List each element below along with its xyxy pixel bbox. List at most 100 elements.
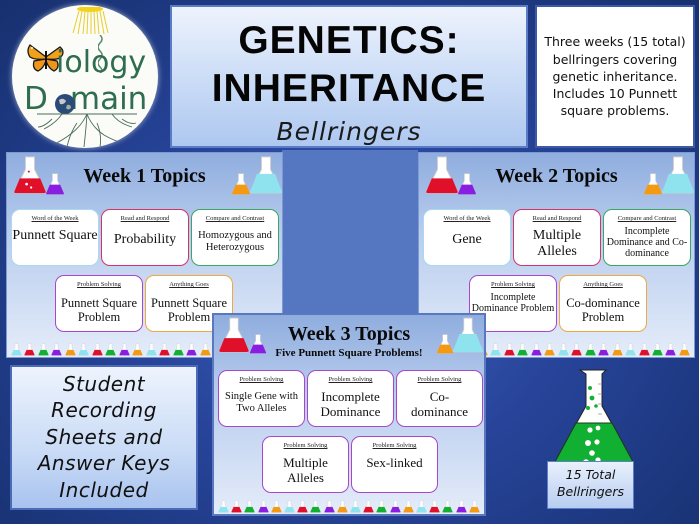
week2-card-anything-goes: Anything Goes Co-dominance Problem bbox=[559, 275, 647, 332]
week3-title: Week 3 Topics bbox=[287, 323, 411, 345]
card-category: Problem Solving bbox=[417, 376, 462, 383]
week2-title: Week 2 Topics bbox=[495, 165, 618, 187]
card-topic: Multiple Alleles bbox=[532, 228, 582, 259]
mini-flask-icon bbox=[350, 500, 361, 513]
mini-flask-icon bbox=[652, 343, 663, 356]
title-box: GENETICS: INHERITANCE Bellringers bbox=[170, 5, 528, 148]
mini-flask-icon bbox=[557, 343, 569, 356]
cyan-flask-icon bbox=[249, 156, 282, 194]
student-line-4: Answer Keys bbox=[37, 451, 171, 476]
globe-icon bbox=[55, 94, 75, 114]
mini-flask-icon bbox=[503, 343, 515, 356]
total-bellringers-box: 15 Total Bellringers bbox=[547, 461, 634, 509]
card-category: Problem Solving bbox=[328, 376, 373, 383]
mini-flask-icon bbox=[665, 343, 677, 356]
red-flask-icon bbox=[13, 156, 47, 194]
week1-card-compare-contrast: Compare and Contrast Homozygous and Hete… bbox=[191, 209, 279, 266]
mini-flask-icon bbox=[199, 343, 211, 356]
card-category: Compare and Contrast bbox=[205, 215, 265, 222]
green-flask-icon bbox=[555, 369, 633, 466]
mini-flask-icon bbox=[218, 500, 229, 513]
card-topic: Incomplete Dominance bbox=[320, 389, 381, 419]
mini-flask-icon bbox=[186, 343, 197, 356]
week1-card-word-of-week: Word of the Week Punnett Square bbox=[11, 209, 99, 266]
card-category: Problem Solving bbox=[239, 376, 284, 383]
student-line-1: Student bbox=[62, 372, 146, 396]
mini-flask-icon bbox=[584, 343, 596, 356]
mini-flask-icon bbox=[429, 500, 441, 513]
mini-flask-icon bbox=[91, 343, 103, 356]
title-line-genetics: GENETICS: bbox=[238, 19, 460, 62]
mini-flask-icon bbox=[442, 500, 454, 513]
title-line-inheritance: INHERITANCE bbox=[211, 67, 487, 110]
mini-flask-icon bbox=[24, 343, 36, 356]
orange-flask-icon bbox=[643, 173, 663, 195]
card-topic: Single Gene with Two Alleles bbox=[225, 391, 298, 414]
card-category: Problem Solving bbox=[491, 281, 535, 288]
card-topic: Co-dominance bbox=[411, 389, 469, 419]
sun-icon bbox=[72, 7, 109, 35]
mini-flask-icon bbox=[598, 343, 609, 356]
card-category: Problem Solving bbox=[372, 442, 417, 449]
mini-flask-icon bbox=[679, 343, 690, 356]
mini-flask-icon bbox=[310, 500, 322, 513]
mini-flask-icon bbox=[38, 343, 49, 356]
card-topic: Sex-linked bbox=[366, 455, 423, 470]
card-topic: Homozygous and Heterozygous bbox=[198, 230, 272, 253]
week3-subtitle: Five Punnett Square Problems! bbox=[275, 347, 423, 359]
mini-flask-icon bbox=[490, 343, 502, 356]
mini-flask-icon bbox=[376, 500, 388, 513]
card-topic: Incomplete Dominance and Co-dominance bbox=[606, 226, 688, 260]
mini-flask-icon bbox=[638, 343, 650, 356]
mini-flask-icon bbox=[145, 343, 157, 356]
description-text: Three weeks (15 total) bellringers cover… bbox=[544, 34, 686, 119]
mini-flask-icon bbox=[571, 343, 582, 356]
cyan-flask-icon bbox=[452, 317, 484, 353]
week3-card-sex-linked: Problem Solving Sex-linked bbox=[351, 436, 438, 493]
purple-flask-icon bbox=[45, 173, 65, 195]
mini-flask-icon bbox=[78, 343, 90, 356]
week1-card-problem-solving: Problem Solving Punnett Square Problem bbox=[55, 275, 143, 332]
week3-card-multiple-alleles: Problem Solving Multiple Alleles bbox=[262, 436, 349, 493]
mini-flask-icon bbox=[118, 343, 130, 356]
week3-card-co-dominance: Problem Solving Co-dominance bbox=[396, 370, 483, 427]
mini-flask-icon bbox=[270, 500, 282, 513]
card-category: Problem Solving bbox=[77, 281, 121, 288]
card-category: Compare and Contrast bbox=[617, 215, 677, 222]
orange-flask-icon bbox=[436, 334, 454, 354]
total-line-1: 15 Total bbox=[565, 467, 616, 482]
title-line-bellringers: Bellringers bbox=[276, 117, 422, 146]
card-category: Read and Respond bbox=[120, 215, 170, 222]
dna-icon bbox=[98, 35, 103, 73]
mini-flask-icon bbox=[363, 500, 375, 513]
week2-card-compare-contrast: Compare and Contrast Incomplete Dominanc… bbox=[603, 209, 691, 266]
card-topic: Probability bbox=[113, 232, 177, 247]
mini-flask-icon bbox=[244, 500, 256, 513]
mini-flask-icon bbox=[284, 500, 295, 513]
mini-flask-icon bbox=[105, 343, 117, 356]
logo-letter-d: D bbox=[24, 81, 48, 117]
student-line-2: Recording bbox=[51, 398, 157, 423]
description-box: Three weeks (15 total) bellringers cover… bbox=[535, 5, 695, 148]
mini-flask-icon bbox=[611, 343, 623, 356]
mini-flask-icon bbox=[323, 500, 335, 513]
red-flask-icon bbox=[218, 317, 250, 353]
mini-flask-icon bbox=[517, 343, 529, 356]
butterfly-icon bbox=[27, 44, 64, 72]
roots-icon bbox=[37, 113, 137, 148]
card-category: Read and Respond bbox=[532, 215, 582, 222]
week3-slide: Week 3 Topics Five Punnett Square Proble… bbox=[212, 313, 486, 516]
card-topic: Multiple Alleles bbox=[283, 455, 328, 485]
card-topic: Punnett Square bbox=[12, 228, 98, 243]
mini-flask-icon bbox=[231, 500, 243, 513]
card-topic: Co-dominance Problem bbox=[566, 296, 640, 324]
mini-flask-icon bbox=[65, 343, 76, 356]
total-line-2: Bellringers bbox=[556, 483, 625, 499]
mini-flask-icon bbox=[416, 500, 427, 513]
card-topic: Punnett Square Problem bbox=[150, 296, 228, 324]
week2-card-word-of-week: Word of the Week Gene bbox=[423, 209, 511, 266]
card-topic: Gene bbox=[452, 232, 482, 247]
card-topic: Incomplete Dominance Problem bbox=[471, 292, 555, 315]
card-topic: Punnett Square Problem bbox=[60, 296, 138, 324]
